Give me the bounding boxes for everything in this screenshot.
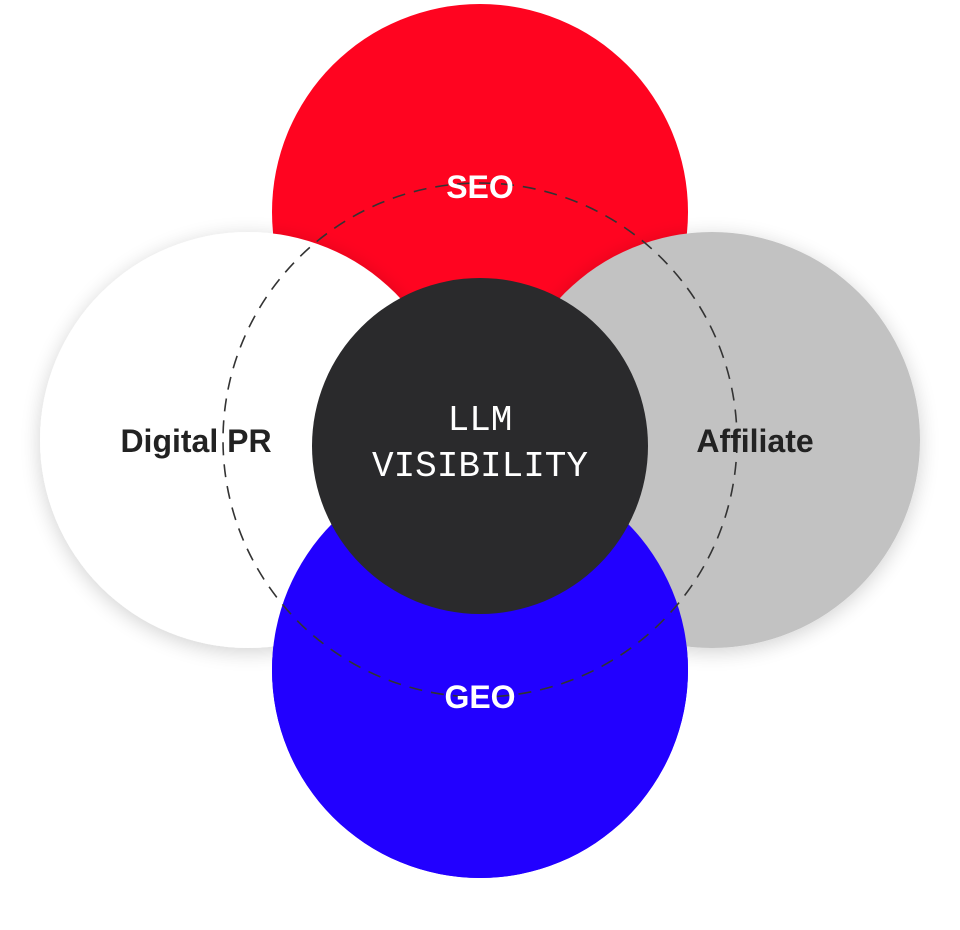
seo-label: SEO	[446, 169, 514, 205]
llm-visibility-circle	[312, 278, 648, 614]
affiliate-label: Affiliate	[696, 423, 813, 459]
center-label-line2: VISIBILITY	[372, 446, 588, 487]
digital-pr-label: Digital PR	[120, 423, 271, 459]
geo-label: GEO	[444, 679, 515, 715]
center-label-line1: LLM	[448, 400, 513, 441]
dashed-ring	[222, 182, 738, 698]
